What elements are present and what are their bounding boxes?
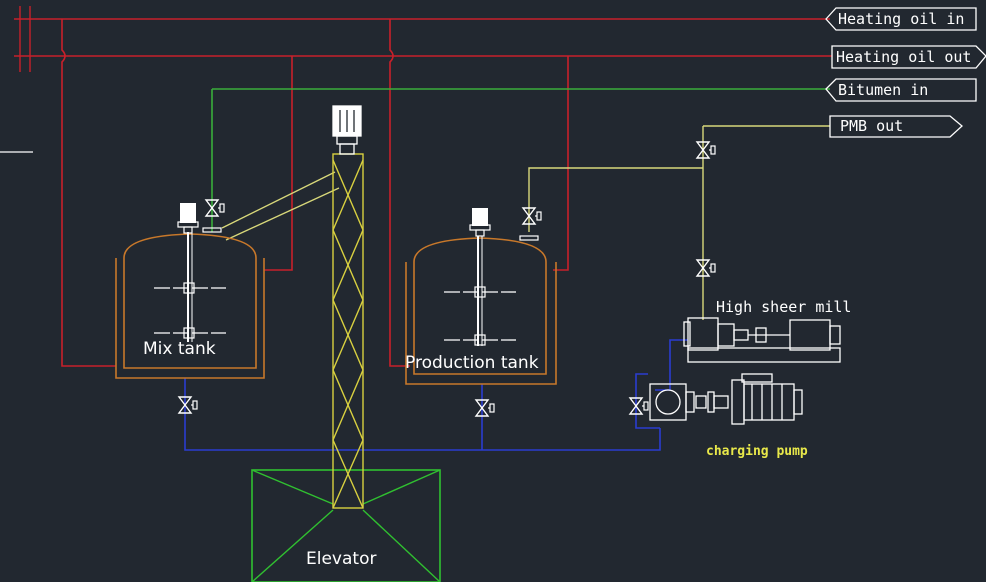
- charging-pump-label: charging pump: [706, 444, 808, 459]
- svg-text:Bitumen in: Bitumen in: [838, 81, 928, 99]
- port-heating-oil-out: Heating oil out: [831, 45, 986, 69]
- charging-pump: [649, 373, 803, 425]
- mix-tank: Mix tank: [115, 203, 265, 379]
- valve-icon: [475, 399, 495, 417]
- pipe-break-marks: [19, 6, 31, 72]
- svg-text:Heating oil in: Heating oil in: [838, 10, 964, 28]
- svg-text:Heating oil out: Heating oil out: [836, 48, 971, 66]
- port-heating-oil-in: Heating oil in: [825, 7, 977, 31]
- port-pmb-out: PMB out: [829, 115, 963, 138]
- svg-text:PMB out: PMB out: [840, 117, 903, 135]
- valve-icon: [696, 141, 716, 159]
- high-sheer-mill: High sheer mill: [683, 298, 851, 363]
- production-tank-label: Production tank: [405, 353, 539, 373]
- heating-oil-in-pipe: [14, 18, 830, 367]
- mixer-motor-icon: [469, 208, 491, 237]
- port-bitumen-in: Bitumen in: [825, 78, 977, 102]
- valve-icon: [629, 397, 649, 415]
- valve-icon: [522, 207, 542, 225]
- valve-icon: [205, 199, 225, 217]
- bitumen-in-pipe: [211, 88, 830, 232]
- elevator-label: Elevator: [306, 549, 376, 569]
- production-tank: Production tank: [405, 208, 557, 385]
- mix-tank-label: Mix tank: [143, 339, 216, 359]
- mixer-motor-icon: [177, 203, 199, 234]
- elevator: Elevator: [251, 105, 441, 582]
- heating-oil-out-pipe: [14, 55, 832, 271]
- valve-icon: [696, 259, 716, 277]
- valve-icon: [178, 396, 198, 414]
- elevator-motor-icon: [332, 105, 362, 155]
- suction-pipe: [184, 339, 688, 451]
- pmb-pipe: [221, 125, 830, 320]
- high-sheer-mill-label: High sheer mill: [716, 298, 851, 316]
